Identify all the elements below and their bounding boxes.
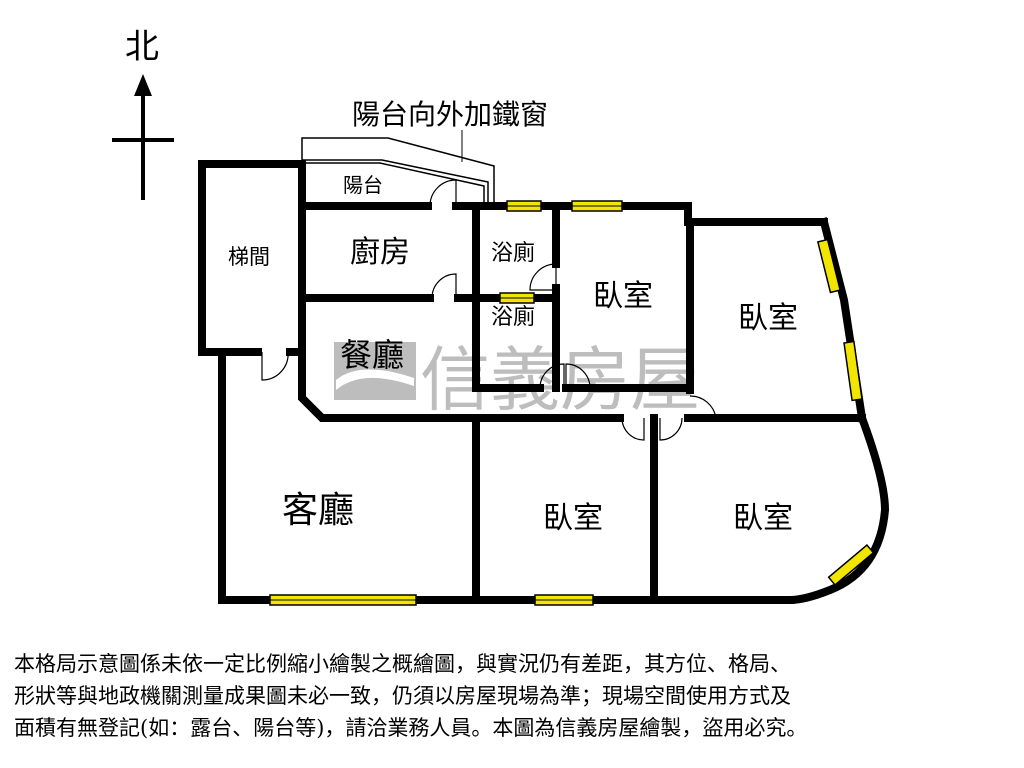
room-dining: 餐廳 — [340, 336, 404, 374]
door-balcony — [429, 179, 457, 207]
room-bath-upper: 浴廁 — [491, 241, 535, 266]
balcony-note: 陽台向外加鐵窗 — [352, 98, 548, 131]
door-bath-upper — [529, 263, 557, 291]
north-arrow-icon — [112, 74, 174, 200]
door-bedroom-4 — [659, 417, 683, 441]
room-bedroom-1: 臥室 — [593, 279, 653, 314]
door-kitchen — [431, 273, 457, 299]
door-bedroom-1 — [565, 363, 591, 389]
door-stairwell — [261, 351, 289, 381]
disclaimer-line: 本格局示意圖係未依一定比例縮小繪製之概繪圖，與實況仍有差距，其方位、格局、 — [14, 652, 791, 676]
door-bath-lower — [539, 363, 565, 389]
window — [843, 340, 863, 402]
north-label: 北 — [125, 27, 159, 67]
floor-plan: 信義房屋 北 陽台向外加鐵窗 — [112, 27, 890, 606]
room-living: 客廳 — [282, 490, 354, 531]
room-bedroom-2: 臥室 — [738, 301, 798, 336]
room-bedroom-4: 臥室 — [733, 501, 793, 536]
room-bath-lower: 浴廁 — [491, 305, 535, 330]
room-bedroom-3: 臥室 — [543, 501, 603, 536]
door-bedroom-2 — [689, 395, 717, 419]
room-balcony: 陽台 — [343, 173, 383, 197]
window — [827, 544, 875, 586]
balcony-railing — [301, 137, 495, 203]
window — [816, 238, 842, 294]
doors — [261, 179, 717, 441]
room-stairwell: 梯間 — [228, 245, 270, 269]
disclaimer-line: 面積有無登記(如：露台、陽台等)，請洽業務人員。本圖為信義房屋繪製，盜用必究。 — [14, 716, 808, 740]
disclaimer: 本格局示意圖係未依一定比例縮小繪製之概繪圖，與實況仍有差距，其方位、格局、 形狀… — [14, 648, 1014, 744]
room-kitchen: 廚房 — [350, 235, 410, 270]
disclaimer-line: 形狀等與地政機關測量成果圖未必一致，仍須以房屋現場為準；現場空間使用方式及 — [14, 684, 791, 708]
door-bedroom-3 — [621, 417, 645, 441]
